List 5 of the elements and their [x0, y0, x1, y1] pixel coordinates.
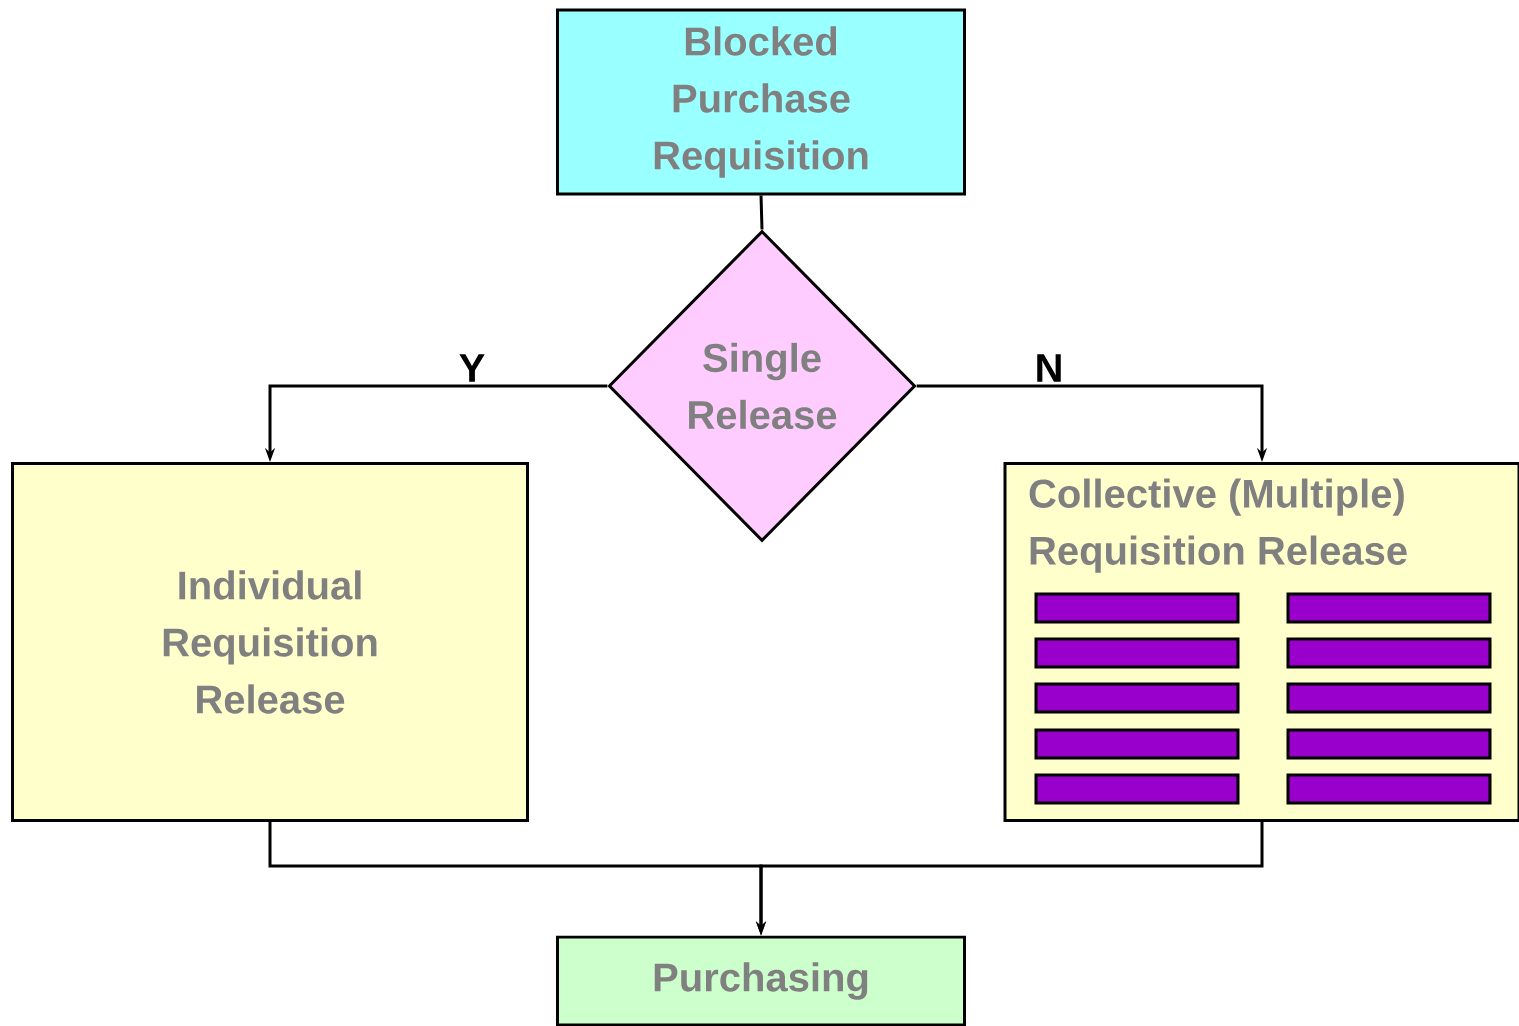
edge-label: Y: [459, 354, 485, 382]
process-box: Blocked Purchase Requisition: [556, 8, 966, 196]
edge-label: N: [1037, 354, 1061, 382]
process-box: Purchasing: [556, 935, 966, 1026]
process-box: Individual Requisition Release: [11, 462, 529, 822]
